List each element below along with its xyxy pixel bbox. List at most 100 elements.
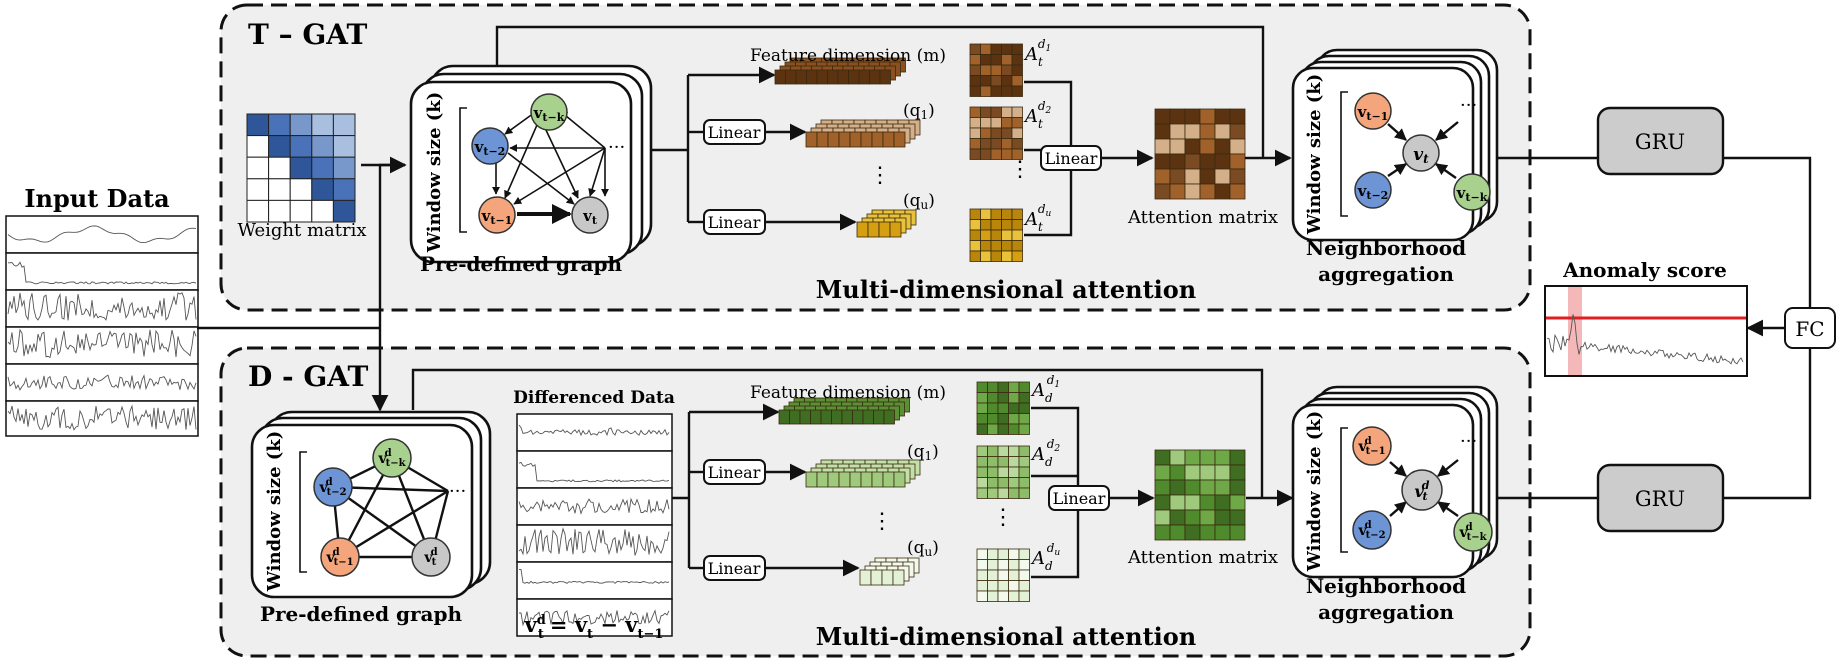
attention-cell bbox=[990, 127, 1002, 139]
tgat-node-vtk-label: vt−k bbox=[533, 104, 565, 124]
trace-panel bbox=[5, 289, 199, 328]
attention-cell bbox=[1214, 494, 1231, 511]
tgat-agg-node-vt1 bbox=[1354, 92, 1392, 130]
attention-cell bbox=[1214, 138, 1231, 155]
trace-panel bbox=[516, 561, 673, 600]
weight-matrix-cell bbox=[268, 135, 291, 158]
attention-cell bbox=[1199, 479, 1216, 496]
stack-block bbox=[778, 409, 790, 425]
weight-matrix-cell bbox=[289, 135, 313, 158]
attention-cell bbox=[1169, 123, 1186, 140]
attention-cell bbox=[1184, 494, 1201, 511]
attention-cell bbox=[1008, 456, 1020, 468]
stack-block bbox=[806, 69, 818, 85]
dgat-attn-d1-label: Add1 bbox=[1030, 373, 1060, 405]
tgat-window-brace bbox=[459, 107, 467, 233]
attention-cell bbox=[987, 548, 999, 560]
dgat-q1-label: (q1) bbox=[907, 442, 939, 463]
attention-cell bbox=[1011, 85, 1023, 97]
tgat-graph-edges bbox=[492, 110, 609, 224]
attention-cell bbox=[1184, 153, 1201, 170]
attention-cell bbox=[990, 240, 1002, 252]
dgat-qu-stack bbox=[859, 557, 920, 586]
attention-cell bbox=[980, 64, 992, 76]
attention-cell bbox=[1169, 449, 1186, 466]
attention-cell bbox=[1214, 183, 1231, 200]
stack-block bbox=[893, 471, 906, 488]
attention-cell bbox=[969, 219, 981, 231]
attention-cell bbox=[969, 43, 981, 55]
trace-line bbox=[8, 261, 197, 285]
tgat-node-vt2-label: vt−2 bbox=[474, 138, 506, 158]
attention-cell bbox=[1001, 240, 1013, 252]
attention-cell bbox=[1214, 509, 1231, 526]
tgat-agg-node-vt1-label: vt−1 bbox=[1357, 103, 1389, 123]
attention-cell bbox=[990, 138, 1002, 150]
attention-cell bbox=[1001, 208, 1013, 220]
dgat-linear-q1 bbox=[703, 459, 766, 485]
attention-cell bbox=[976, 569, 988, 581]
tgat-attention-matrix-label: Attention matrix bbox=[1127, 207, 1278, 228]
attention-cell bbox=[969, 240, 981, 252]
tgat-window-label: Window size (k) bbox=[424, 92, 445, 254]
stack-block bbox=[810, 409, 822, 425]
dgat-skip-line bbox=[411, 368, 1264, 498]
attention-cell bbox=[1184, 168, 1201, 185]
attention-cell bbox=[997, 392, 1009, 404]
stack-block bbox=[827, 69, 839, 85]
tgat-feature-stack bbox=[774, 57, 906, 85]
tgat-node-vt-label: vt bbox=[582, 207, 598, 227]
attention-cell bbox=[1229, 494, 1246, 511]
diff-title: Differenced Data bbox=[513, 388, 675, 408]
attention-cell bbox=[976, 466, 988, 478]
tgat-vdots: ⋮ bbox=[869, 163, 891, 188]
attention-cell bbox=[1229, 479, 1246, 496]
tgat-agg-brace bbox=[1340, 91, 1348, 217]
trace-line bbox=[518, 461, 670, 483]
attention-cell bbox=[980, 148, 992, 160]
attention-cell bbox=[987, 477, 999, 489]
attention-cell bbox=[1011, 54, 1023, 66]
dgat-node-vt2 bbox=[313, 467, 353, 507]
weight-matrix-cell bbox=[268, 178, 291, 201]
tgat-agg-node-center bbox=[1402, 134, 1440, 172]
attention-cell bbox=[1229, 138, 1246, 155]
trace-line bbox=[518, 527, 670, 556]
attention-cell bbox=[997, 423, 1009, 435]
attention-cell bbox=[1008, 580, 1020, 592]
dgat-q1-stack bbox=[805, 459, 921, 488]
dgat-agg-brace bbox=[1340, 427, 1348, 553]
tgat-feature-label: Feature dimension (m) bbox=[750, 46, 946, 66]
attention-cell bbox=[997, 456, 1009, 468]
attention-cell bbox=[1154, 464, 1171, 481]
attention-cell bbox=[1018, 445, 1030, 457]
dgat-node-vt1 bbox=[320, 537, 360, 577]
tgat-attention-matrix bbox=[1154, 108, 1246, 200]
tgat-agg-node-vt2-label: vt−2 bbox=[1357, 182, 1389, 202]
attention-cell bbox=[987, 445, 999, 457]
stack-block bbox=[816, 69, 828, 85]
dgat-agg-node-center bbox=[1401, 469, 1443, 511]
attention-cell bbox=[1008, 413, 1020, 425]
dgat-attention-matrix bbox=[1154, 449, 1246, 541]
tgat-attn-du-label: Atdu bbox=[1023, 202, 1052, 234]
attention-cell bbox=[1008, 466, 1020, 478]
weight-matrix-cell bbox=[289, 199, 313, 223]
attention-cell bbox=[980, 85, 992, 97]
attention-cell bbox=[987, 413, 999, 425]
trace-panel bbox=[516, 524, 673, 563]
attention-cell bbox=[1199, 183, 1216, 200]
attention-cell bbox=[969, 138, 981, 150]
attention-cell bbox=[987, 569, 999, 581]
attention-cell bbox=[997, 559, 1009, 571]
anomaly-score-trace bbox=[1546, 314, 1744, 365]
stack-block bbox=[882, 131, 895, 148]
attention-cell bbox=[1018, 487, 1030, 499]
attention-cell bbox=[1229, 449, 1246, 466]
attention-cell bbox=[980, 117, 992, 129]
weight-matrix-cell bbox=[246, 113, 270, 137]
dgat-mda-label: Multi-dimensional attention bbox=[816, 622, 1197, 651]
stack-block bbox=[805, 471, 818, 488]
